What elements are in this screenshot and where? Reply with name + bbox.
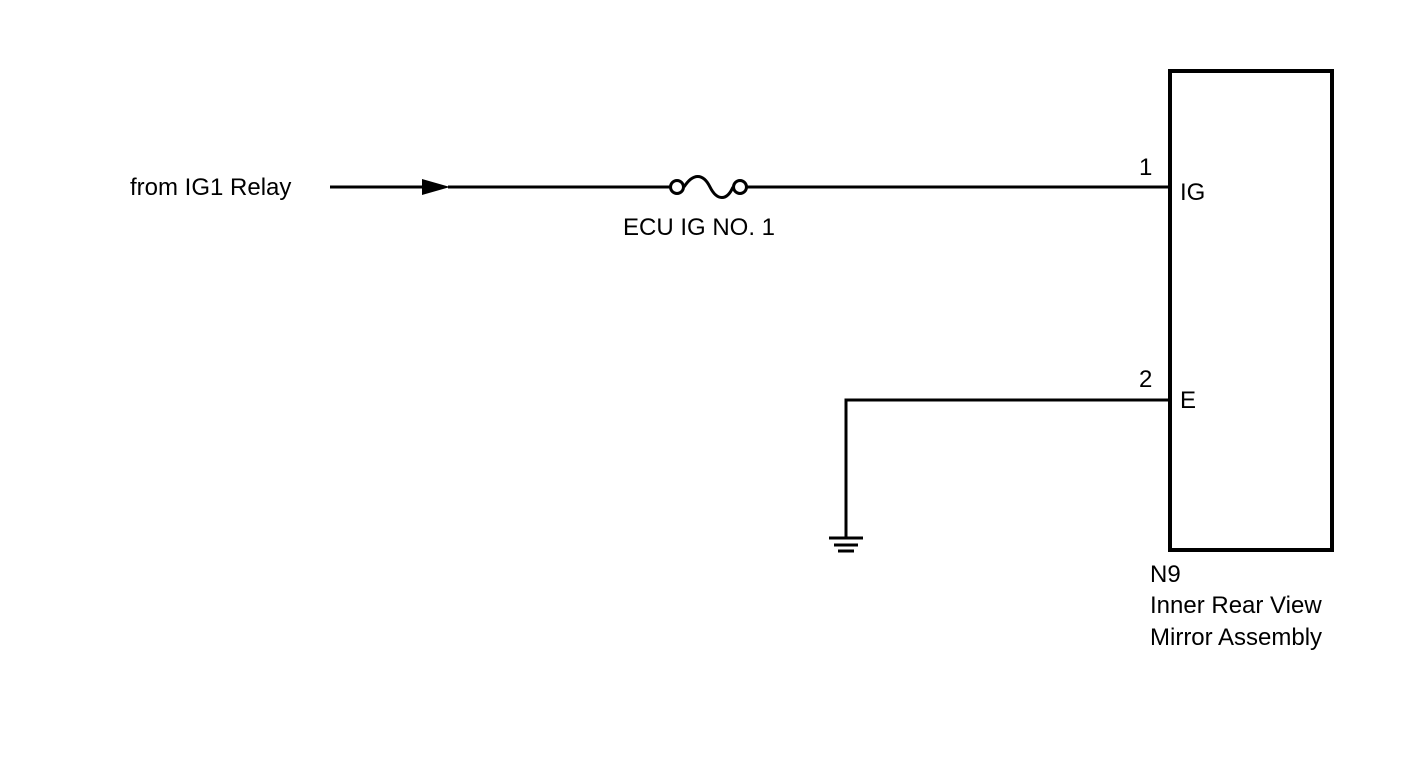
fuse-icon xyxy=(669,175,748,199)
pin-1-name: IG xyxy=(1180,179,1205,206)
ground-wire xyxy=(844,398,1170,538)
ground-icon xyxy=(829,536,863,553)
component-name-line1: Inner Rear View xyxy=(1150,592,1322,619)
source-arrow-head-icon xyxy=(422,179,450,195)
pin-2-name: E xyxy=(1180,387,1196,414)
pin-2-number: 2 xyxy=(1139,366,1152,393)
component-code: N9 xyxy=(1150,561,1181,588)
component-name-line2: Mirror Assembly xyxy=(1150,624,1322,651)
pin-1-number: 1 xyxy=(1139,154,1152,181)
source-label: from IG1 Relay xyxy=(130,174,291,201)
fuse-label: ECU IG NO. 1 xyxy=(623,214,775,241)
component-box xyxy=(1168,69,1334,552)
